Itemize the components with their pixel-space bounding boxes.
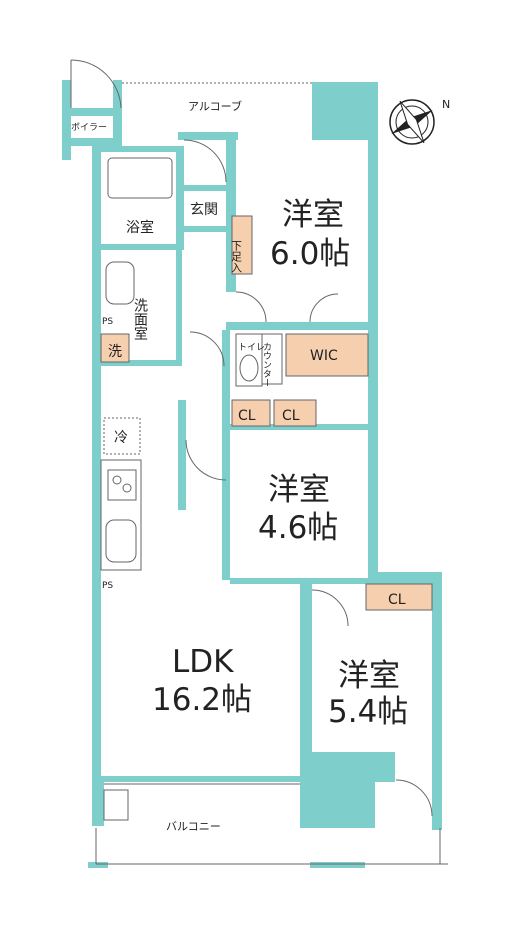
ps-top-label: PS bbox=[102, 317, 113, 327]
cl-1-label: CL bbox=[238, 408, 256, 424]
bath-label: 浴室 bbox=[126, 219, 154, 236]
ps-bottom-label: PS bbox=[102, 581, 113, 591]
floors bbox=[104, 140, 432, 776]
ldk-size: 16.2帖 bbox=[152, 682, 252, 718]
closet-1 bbox=[231, 399, 271, 427]
ldk-name: LDK bbox=[172, 644, 234, 680]
compass-north-label: N bbox=[442, 98, 450, 111]
room3-size: 5.4帖 bbox=[328, 694, 408, 730]
room2-name: 洋室 bbox=[268, 472, 330, 508]
room1-name: 洋室 bbox=[282, 197, 344, 233]
wic-label: WIC bbox=[310, 348, 338, 364]
washer-space bbox=[100, 333, 130, 363]
entrance-label: 玄関 bbox=[190, 201, 218, 218]
closet-2 bbox=[273, 399, 317, 427]
room3-name: 洋室 bbox=[338, 658, 400, 694]
counter-label: カウンター bbox=[261, 342, 272, 387]
compass-icon: N bbox=[389, 98, 450, 145]
room1-size: 6.0帖 bbox=[270, 236, 350, 272]
washer-label: 洗 bbox=[108, 344, 122, 360]
cl-2-label: CL bbox=[282, 408, 300, 424]
walls bbox=[62, 80, 442, 868]
shoe-storage-label: 下足入 bbox=[230, 240, 243, 273]
storage-blocks bbox=[100, 215, 433, 611]
fixtures bbox=[70, 59, 448, 865]
toilet-label: トイレ bbox=[238, 343, 265, 353]
room2-size: 4.6帖 bbox=[258, 510, 338, 546]
labels: アルコーブ ボイラー 浴室 玄関 下足入 洗面室 PS 洗 トイレ カウンター … bbox=[71, 99, 408, 833]
washroom-label: 洗面室 bbox=[132, 298, 148, 340]
shoe-storage bbox=[231, 215, 253, 275]
alcove-label: アルコーブ bbox=[188, 99, 242, 113]
closet-3 bbox=[365, 583, 433, 611]
balcony-label: バルコニー bbox=[166, 820, 221, 833]
cl-3-label: CL bbox=[388, 592, 406, 608]
wic-closet bbox=[285, 333, 369, 377]
fridge-label: 冷 bbox=[114, 430, 128, 446]
boiler-label: ボイラー bbox=[71, 122, 107, 133]
